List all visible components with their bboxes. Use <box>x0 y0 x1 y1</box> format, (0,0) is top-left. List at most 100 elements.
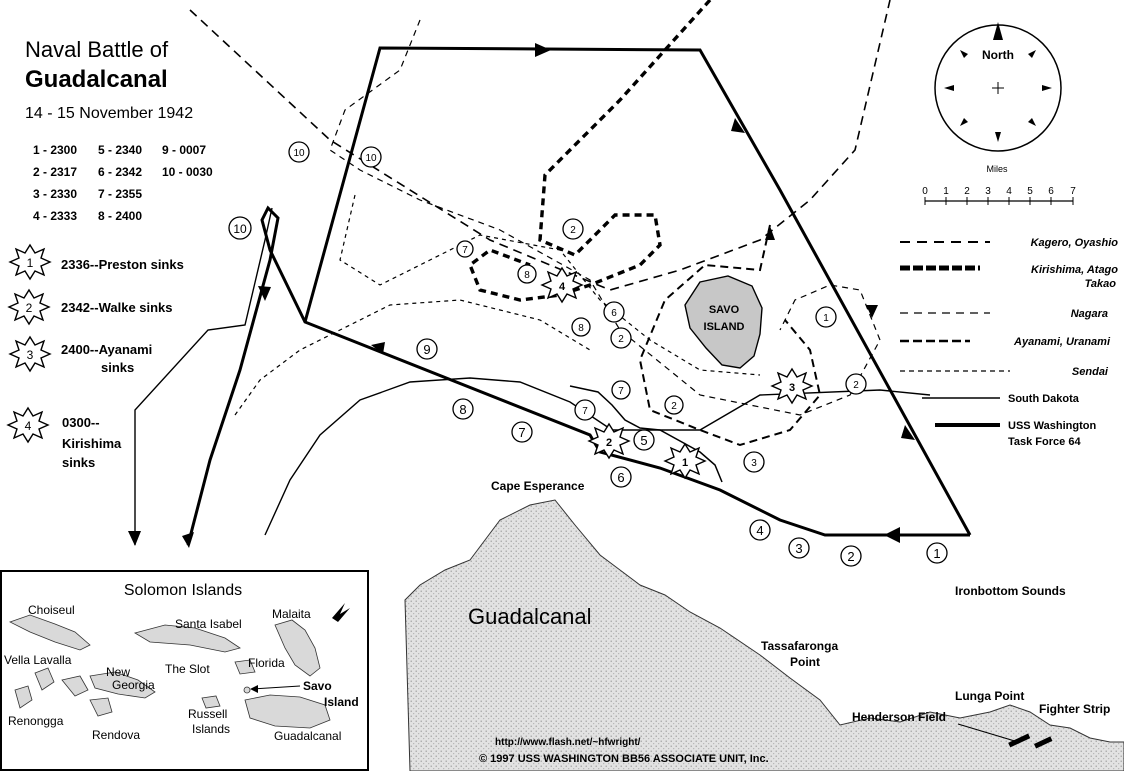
sinking-item: 3 2400--Ayanami sinks <box>8 335 152 375</box>
compass-rose: North <box>934 22 1062 152</box>
svg-text:10: 10 <box>293 148 305 159</box>
track-markers: 1 2 3 4 5 6 7 8 9 10 <box>228 216 948 567</box>
timeline-table: 1 - 2300 5 - 2340 9 - 0007 2 - 2317 6 - … <box>33 143 213 223</box>
svg-text:Georgia: Georgia <box>112 678 155 692</box>
svg-text:6: 6 <box>1048 186 1054 197</box>
svg-text:8: 8 <box>524 270 530 281</box>
svg-text:Choiseul: Choiseul <box>28 603 75 617</box>
svg-text:Island: Island <box>324 695 359 709</box>
svg-text:Renongga: Renongga <box>8 714 64 728</box>
svg-text:7: 7 <box>618 386 624 397</box>
track-marker: 3 <box>788 537 810 559</box>
sinking-burst-map: 4 2 1 3 <box>540 266 814 480</box>
svg-text:sinks: sinks <box>101 360 134 375</box>
svg-text:9 - 0007: 9 - 0007 <box>162 143 206 157</box>
enemy-track-markers: 10 10 2 7 8 6 2 8 7 7 2 3 1 2 <box>288 141 867 473</box>
svg-text:South Dakota: South Dakota <box>1008 393 1080 405</box>
svg-text:Islands: Islands <box>192 722 230 736</box>
svg-text:3: 3 <box>985 186 991 197</box>
svg-text:2: 2 <box>853 380 859 391</box>
ayanami-track <box>638 224 822 447</box>
svg-text:1: 1 <box>943 186 949 197</box>
svg-text:The Slot: The Slot <box>165 662 210 676</box>
svg-text:1: 1 <box>27 256 34 270</box>
direction-arrow <box>128 531 141 546</box>
svg-text:4 - 2333: 4 - 2333 <box>33 209 77 223</box>
henderson-field-label: Henderson Field <box>852 710 946 724</box>
direction-arrow <box>731 118 745 133</box>
direction-arrow <box>901 425 915 440</box>
washington-track-north <box>303 46 972 536</box>
sinking-item: 2 2342--Walke sinks <box>7 288 173 326</box>
svg-text:2 - 2317: 2 - 2317 <box>33 165 77 179</box>
tassafaronga-label: Point <box>790 655 820 669</box>
direction-arrow <box>182 532 194 548</box>
svg-text:Kagero, Oyashio: Kagero, Oyashio <box>1031 237 1119 249</box>
svg-text:Santa Isabel: Santa Isabel <box>175 617 242 631</box>
svg-text:Rendova: Rendova <box>92 728 140 742</box>
svg-text:5: 5 <box>1027 186 1033 197</box>
direction-arrow <box>765 226 775 240</box>
cape-esperance-coast <box>569 385 723 483</box>
svg-text:1 - 2300: 1 - 2300 <box>33 143 77 157</box>
svg-text:6 - 2342: 6 - 2342 <box>98 165 142 179</box>
direction-arrow <box>258 286 271 301</box>
svg-text:Guadalcanal: Guadalcanal <box>274 729 341 743</box>
scale-bar: 0 1 2 3 4 5 6 7 <box>922 186 1076 205</box>
svg-text:8 - 2400: 8 - 2400 <box>98 209 142 223</box>
south-dakota-track <box>264 377 931 536</box>
title-line2: Guadalcanal <box>25 66 168 93</box>
svg-text:2: 2 <box>570 225 576 236</box>
svg-text:Kirishima: Kirishima <box>62 436 122 451</box>
svg-text:7: 7 <box>582 406 588 417</box>
sinking-item: 4 0300-- Kirishima sinks <box>6 406 122 470</box>
svg-text:7 - 2355: 7 - 2355 <box>98 187 142 201</box>
lunga-point-label: Lunga Point <box>955 689 1024 703</box>
title-line1: Naval Battle of <box>25 37 169 62</box>
nagara-track <box>329 19 881 416</box>
svg-text:8: 8 <box>459 402 466 417</box>
guadalcanal-label: Guadalcanal <box>468 604 592 629</box>
airfields <box>957 723 1053 749</box>
track-marker: 4 <box>749 519 771 541</box>
ironbottom-label: Ironbottom Sounds <box>955 584 1066 598</box>
svg-text:4: 4 <box>1006 186 1012 197</box>
miles-label: Miles <box>986 164 1008 174</box>
svg-text:Florida: Florida <box>248 656 285 670</box>
svg-text:5 - 2340: 5 - 2340 <box>98 143 142 157</box>
savo-label: ISLAND <box>704 321 745 333</box>
inset-north-icon <box>332 603 350 622</box>
svg-text:6: 6 <box>617 470 624 485</box>
sinking-legend: 1 2336--Preston sinks 2 2342--Walke sink… <box>6 243 184 470</box>
svg-text:3: 3 <box>789 382 795 394</box>
track-marker: 8 <box>452 398 474 420</box>
direction-arrow <box>371 342 385 354</box>
track-marker: 9 <box>416 338 438 360</box>
svg-text:6: 6 <box>611 308 617 319</box>
svg-text:1: 1 <box>682 457 688 469</box>
savo-label: SAVO <box>709 304 740 316</box>
inset-map: Solomon Islands Choiseul Santa Isabel Ma… <box>0 570 369 771</box>
svg-text:10: 10 <box>365 153 377 164</box>
svg-text:New: New <box>106 665 130 679</box>
svg-text:0: 0 <box>922 186 928 197</box>
direction-arrow <box>884 527 900 543</box>
svg-text:2342--Walke sinks: 2342--Walke sinks <box>61 300 173 315</box>
track-marker: 5 <box>633 429 655 451</box>
track-marker: 6 <box>610 466 632 488</box>
svg-text:2: 2 <box>618 334 624 345</box>
track-marker: 10 <box>228 216 252 240</box>
washington-track <box>186 205 970 546</box>
svg-text:7: 7 <box>462 245 468 256</box>
svg-text:2: 2 <box>671 401 677 412</box>
svg-text:4: 4 <box>559 281 566 293</box>
sinking-item: 1 2336--Preston sinks <box>8 243 184 281</box>
svg-text:3: 3 <box>795 541 802 556</box>
north-arrow-icon <box>993 22 1003 40</box>
svg-text:3: 3 <box>751 458 757 469</box>
svg-text:3: 3 <box>27 348 34 362</box>
track-marker: 1 <box>926 542 948 564</box>
svg-text:Nagara: Nagara <box>1071 308 1108 320</box>
kirishima-track <box>467 0 712 302</box>
